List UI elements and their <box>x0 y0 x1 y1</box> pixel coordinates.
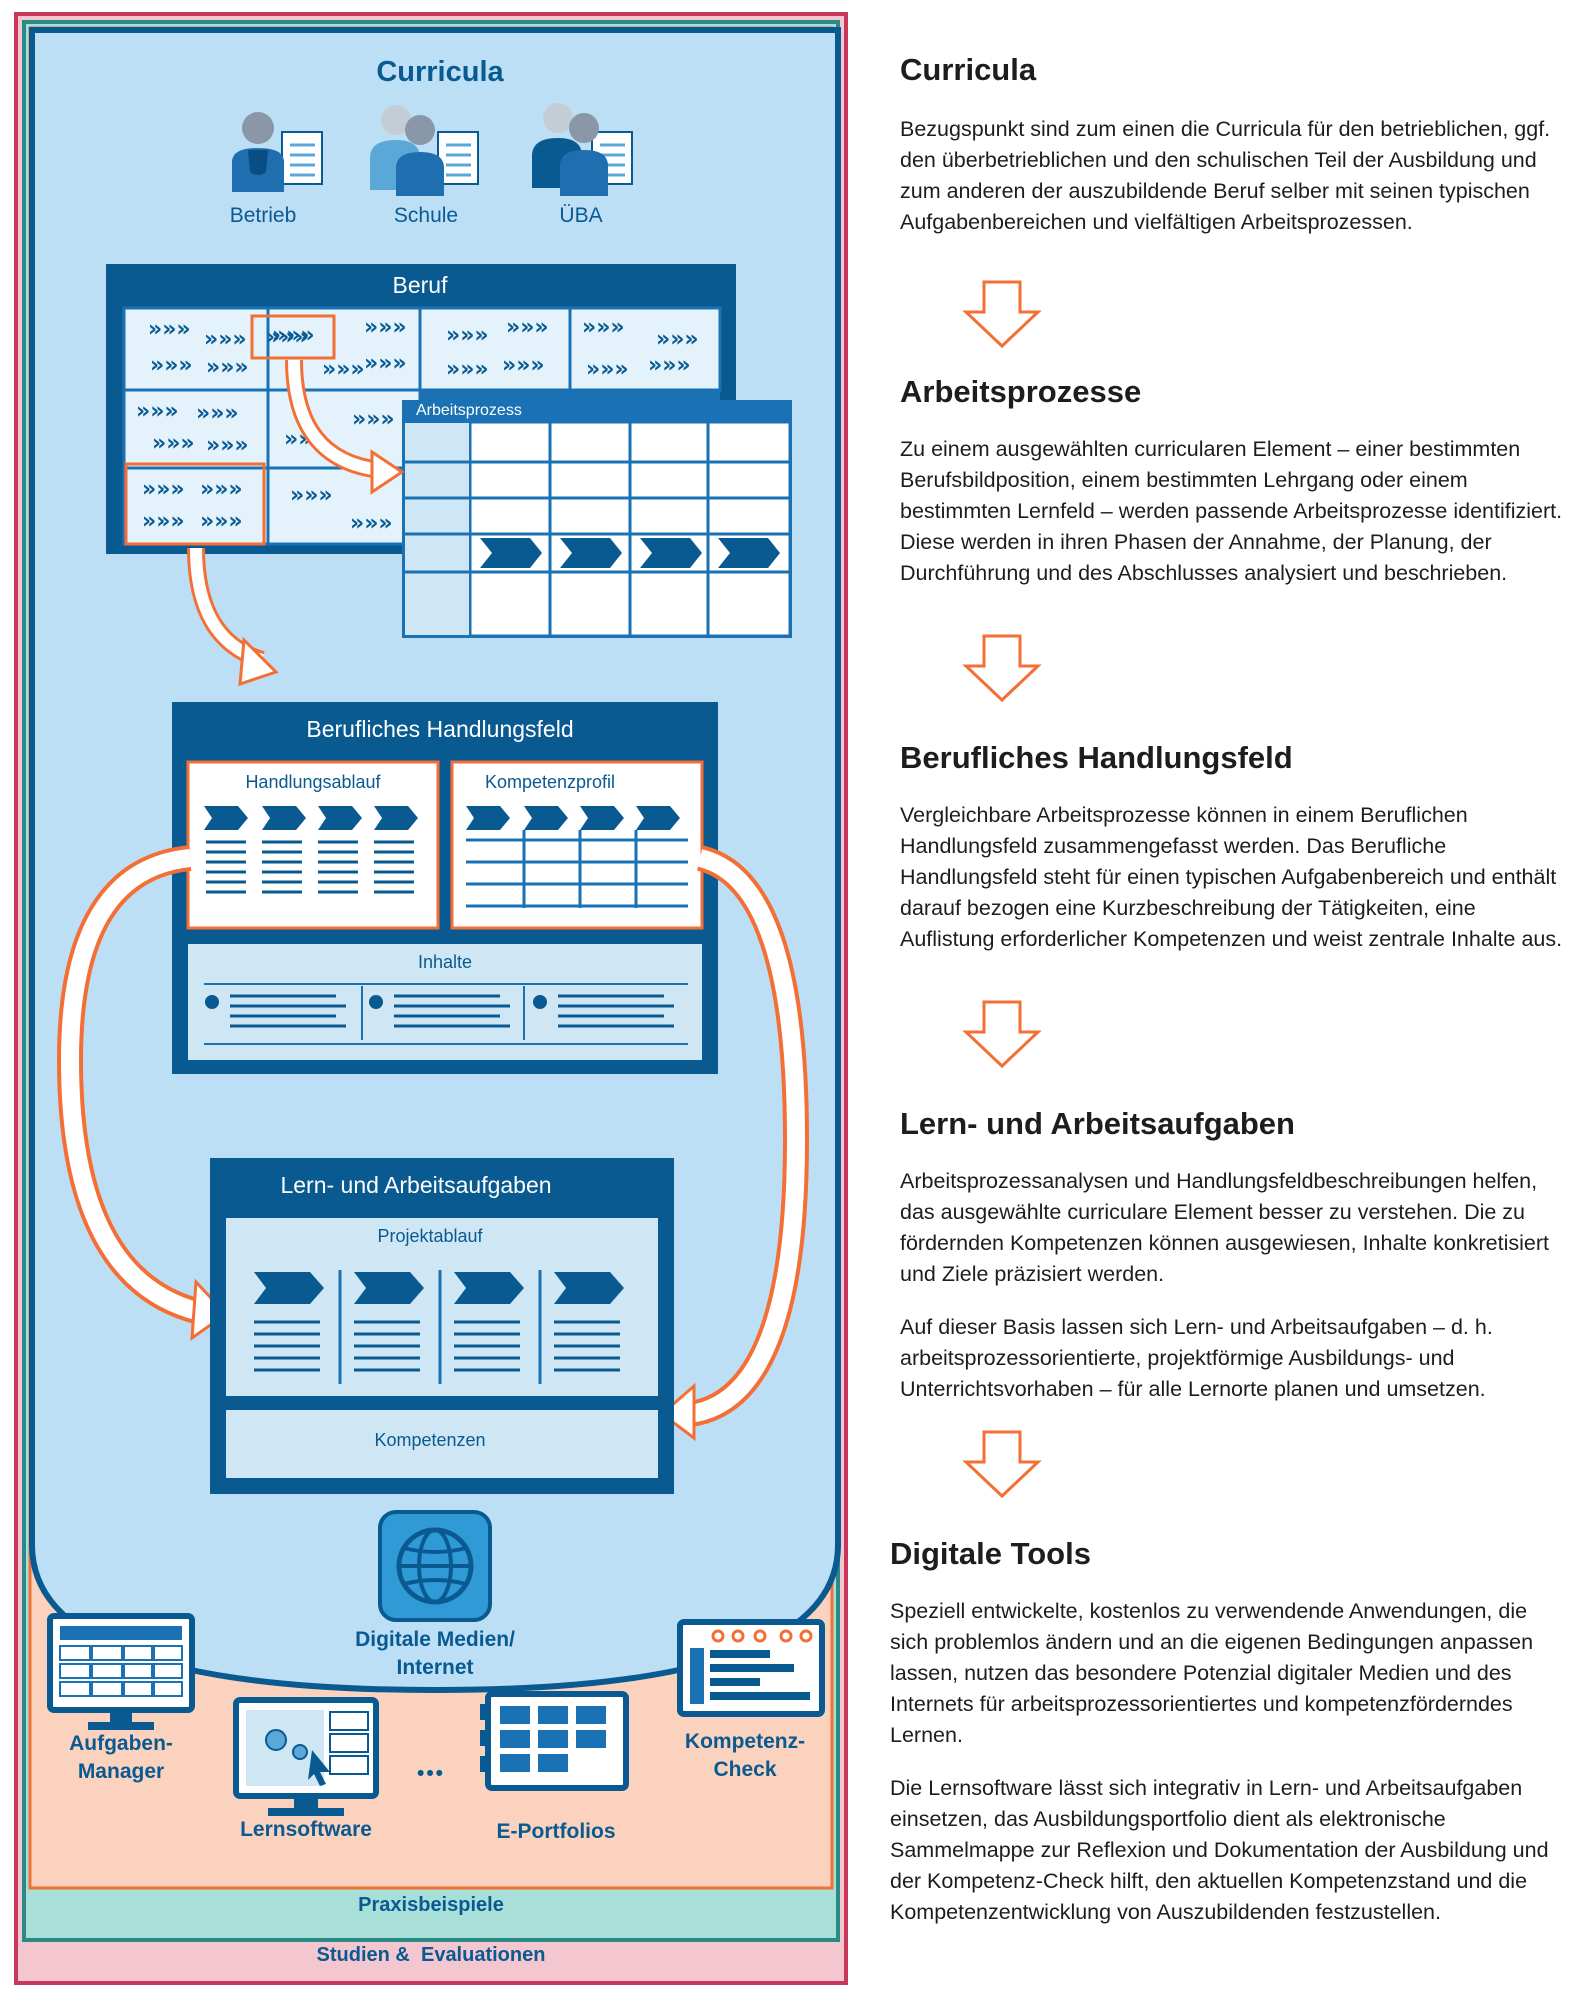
lernsoftware-icon <box>233 1697 379 1816</box>
svg-text:»»»: »»» <box>150 353 193 378</box>
down-arrow-icon <box>962 1430 1042 1499</box>
process-diagram: »»» »»» »»» »»» »»» »»» »»» »»» »»» »»» … <box>14 12 848 1985</box>
svg-text:»»»: »»» <box>206 355 249 380</box>
handlungsfeld-title: Berufliches Handlungsfeld <box>306 716 574 742</box>
svg-text:»»»: »»» <box>502 353 545 378</box>
section-title-digitale-tools: Digitale Tools <box>890 1536 1091 1571</box>
beruf-title: Beruf <box>392 272 448 298</box>
down-arrow-icon <box>962 280 1042 349</box>
lernsoftware-label: Lernsoftware <box>240 1818 372 1841</box>
svg-text:»»»: »»» <box>142 509 185 534</box>
section-paragraph: Die Lernsoftware lässt sich integrativ i… <box>890 1776 1549 1924</box>
eportfolios-label: E-Portfolios <box>496 1820 616 1843</box>
section-body-digitale-tools: Speziell entwickelte, kostenlos zu verwe… <box>890 1596 1560 1950</box>
kompetenz-check-line-2: Check <box>713 1758 777 1781</box>
projektablauf-label: Projektablauf <box>377 1226 483 1246</box>
kompetenzen-label: Kompetenzen <box>374 1430 486 1450</box>
section-title-curricula: Curricula <box>900 52 1037 87</box>
handlungsablauf-label: Handlungsablauf <box>245 772 381 792</box>
studien-label: Studien & Evaluationen <box>316 1944 546 1966</box>
svg-text:»»»: »»» <box>364 351 407 376</box>
section-body-curricula: Bezugspunkt sind zum einen die Curricula… <box>900 114 1570 260</box>
schule-icon <box>370 105 479 196</box>
uba-label: ÜBA <box>559 204 603 227</box>
svg-text:»»»: »»» <box>206 433 249 458</box>
lernaufgaben-title: Lern- und Arbeitsaufgaben <box>280 1172 552 1198</box>
section-paragraph: Vergleichbare Arbeitsprozesse können in … <box>900 803 1563 951</box>
eportfolios-icon <box>480 1691 629 1791</box>
kompetenzprofil-label: Kompetenzprofil <box>484 772 616 792</box>
svg-text:»»»: »»» <box>196 401 239 426</box>
section-paragraph: Arbeitsprozessanalysen und Handlungsfeld… <box>900 1169 1549 1286</box>
svg-text:»»»: »»» <box>352 407 395 432</box>
section-paragraph: Auf dieser Basis lassen sich Lern- und A… <box>900 1315 1493 1401</box>
section-paragraph: Speziell entwickelte, kostenlos zu verwe… <box>890 1599 1534 1747</box>
svg-text:»»»: »»» <box>656 327 699 352</box>
schule-label: Schule <box>393 204 459 227</box>
svg-text:»»»: »»» <box>446 357 489 382</box>
betrieb-label: Betrieb <box>229 204 297 227</box>
handlungsfeld-box <box>172 702 718 1074</box>
arbeitsprozess-title: Arbeitsprozess <box>416 402 522 419</box>
beruf-chevrons: »»» »»» »»» »»» »»» »»» »»» »»» »»» »»» … <box>136 315 699 536</box>
aufgaben-manager-icon <box>47 1613 195 1730</box>
svg-text:»»»: »»» <box>586 357 629 382</box>
inhalte-label: Inhalte <box>417 952 473 972</box>
svg-text:»»»: »»» <box>506 315 549 340</box>
svg-text:»»»: »»» <box>272 323 315 348</box>
section-body-handlungsfeld: Vergleichbare Arbeitsprozesse können in … <box>900 800 1570 977</box>
diagram-graphics: »»» »»» »»» »»» »»» »»» »»» »»» »»» »»» … <box>14 12 848 1985</box>
kompetenz-check-label: Kompetenz- Check <box>670 1728 820 1784</box>
svg-text:»»»: »»» <box>152 431 195 456</box>
arbeitsprozess-table <box>402 400 792 638</box>
section-body-lernaufgaben: Arbeitsprozessanalysen und Handlungsfeld… <box>900 1166 1570 1427</box>
section-body-arbeitsprozesse: Zu einem ausgewählten curricularen Eleme… <box>900 434 1570 611</box>
svg-text:»»»: »»» <box>582 315 625 340</box>
section-title-handlungsfeld: Berufliches Handlungsfeld <box>900 740 1293 775</box>
svg-text:»»»: »»» <box>200 509 243 534</box>
svg-text:»»»: »»» <box>364 315 407 340</box>
praxisbeispiele-label: Praxisbeispiele <box>358 1894 504 1916</box>
svg-text:»»»: »»» <box>290 483 333 508</box>
kompetenz-check-icon <box>677 1619 825 1717</box>
globe-icon <box>378 1510 492 1622</box>
digitale-medien-label: Digitale Medien/ Internet <box>320 1626 550 1682</box>
section-title-lernaufgaben: Lern- und Arbeitsaufgaben <box>900 1106 1295 1141</box>
aufgaben-manager-label: Aufgaben- Manager <box>46 1730 196 1786</box>
digitale-medien-line-1: Digitale Medien/ <box>355 1628 515 1651</box>
betrieb-icon <box>232 112 323 192</box>
uba-icon <box>532 103 633 196</box>
digitale-medien-line-2: Internet <box>396 1656 474 1679</box>
section-paragraph: Bezugspunkt sind zum einen die Curricula… <box>900 117 1551 234</box>
aufgaben-manager-line-2: Manager <box>77 1760 165 1783</box>
svg-text:»»»: »»» <box>446 323 489 348</box>
down-arrow-icon <box>962 1000 1042 1069</box>
aufgaben-manager-line-1: Aufgaben- <box>69 1732 173 1755</box>
section-title-arbeitsprozesse: Arbeitsprozesse <box>900 374 1142 409</box>
section-paragraph: Zu einem ausgewählten curricularen Eleme… <box>900 437 1563 585</box>
curricula-title: Curricula <box>376 56 504 88</box>
svg-text:»»»: »»» <box>136 399 179 424</box>
down-arrow-icon <box>962 634 1042 703</box>
svg-text:»»»: »»» <box>142 477 185 502</box>
lernaufgaben-box <box>210 1158 674 1494</box>
svg-text:»»»: »»» <box>350 511 393 536</box>
svg-text:»»»: »»» <box>266 325 309 350</box>
svg-text:»»»: »»» <box>148 317 191 342</box>
svg-text:»»»: »»» <box>648 353 691 378</box>
kompetenz-check-line-1: Kompetenz- <box>684 1730 806 1753</box>
ellipsis-label: ••• <box>416 1762 446 1785</box>
svg-text:»»»: »»» <box>322 357 365 382</box>
svg-text:»»»: »»» <box>200 477 243 502</box>
svg-text:»»»: »»» <box>204 327 247 352</box>
